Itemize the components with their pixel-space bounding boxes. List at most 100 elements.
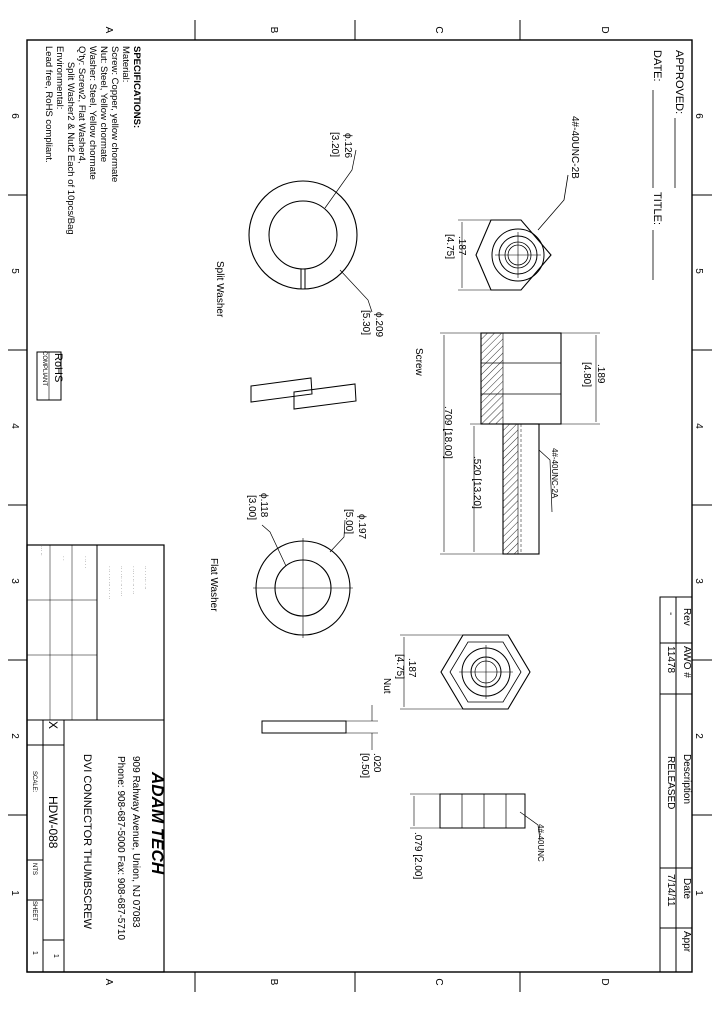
zone-right-3: 3 xyxy=(693,578,704,584)
zone-bottom-d: D xyxy=(599,978,610,985)
sheet-of: 1 xyxy=(52,954,59,958)
hex-dim-inch: .187 xyxy=(456,236,467,256)
split-washer-view xyxy=(248,149,373,410)
hex-dim-mm: [4.75] xyxy=(444,234,455,259)
zone-top-b: B xyxy=(268,27,279,34)
rohs-compliant: COMPLIANT xyxy=(41,351,47,386)
sheet-value: 1 xyxy=(31,951,38,955)
date-label: DATE: xyxy=(651,50,663,82)
flat-washer-od-inch: ϕ.197 xyxy=(356,514,367,540)
svg-text:· ·· · ·· ··· ·· · ··: · ·· · ·· ··· ·· · ·· xyxy=(106,566,112,599)
company-name: ADAM TECH xyxy=(148,771,167,875)
svg-text:·· · ··· · ·· · ···: ·· · ··· · ·· · ··· xyxy=(118,566,124,596)
description-value: RELEASED xyxy=(665,756,676,809)
flat-washer-view xyxy=(253,519,378,750)
spec-line-3: Nut: Steel, Yellow chormate xyxy=(98,46,109,162)
spec-heading: SPECIFICATIONS: xyxy=(131,46,142,128)
sheet-border xyxy=(8,20,712,992)
flat-washer-thick-mm: [0.50] xyxy=(359,753,370,778)
svg-text:··· ··: ··· ·· xyxy=(38,546,44,556)
rohs-label: RoHS xyxy=(52,353,64,382)
awo-header: AWO # xyxy=(681,646,692,678)
split-washer-label: Split Washer xyxy=(214,261,225,318)
zone-left-2: 2 xyxy=(9,733,20,739)
revision-table: Rev AWO # Description Date Appr - 11478 … xyxy=(659,596,693,973)
spec-line-4: Washer: Steel, Yellow chormate xyxy=(87,46,98,180)
flat-washer-id-mm: [3.00] xyxy=(246,495,257,520)
screw-head-dim-mm: [4.80] xyxy=(581,362,592,387)
spec-line-2: Screw: Copper, yellow chormate xyxy=(109,46,120,182)
rohs-mark: RoHS COMPLIANT xyxy=(36,351,64,401)
screw-head-dim-inch: .189 xyxy=(595,364,606,384)
flat-washer-thick-inch: .020 xyxy=(371,753,382,773)
nut-label: Nut xyxy=(381,678,392,694)
specifications-block: SPECIFICATIONS: Material: Screw: Copper,… xyxy=(43,46,142,235)
nut-thread-label: 4#-40UNC xyxy=(536,824,545,862)
zone-left-3: 3 xyxy=(9,578,20,584)
approval-block: APPROVED: DATE: TITLE: xyxy=(651,50,685,280)
title-label: TITLE: xyxy=(651,192,663,225)
zone-labels: D C B A D C B A 6 5 4 3 2 1 6 5 4 3 2 1 xyxy=(9,26,704,985)
screw-overall-dim: .709 [18.00] xyxy=(442,406,453,459)
spec-line-5: Q'ty: Screw2, Flat Washer4, xyxy=(76,46,87,164)
flat-washer-id-inch: ϕ.118 xyxy=(258,493,269,518)
scale-label: SCALE: xyxy=(31,771,37,793)
rev-value: - xyxy=(665,612,676,615)
nut-dim-mm: [4.75] xyxy=(394,654,405,679)
split-washer-od-mm: [5.30] xyxy=(360,310,371,335)
screw-thread-label: 4#-40UNC-2A xyxy=(550,448,559,499)
date-header: Date xyxy=(681,878,692,900)
nut-dim-inch: .187 xyxy=(406,658,417,678)
flat-washer-label: Flat Washer xyxy=(208,558,219,612)
screw-side-view xyxy=(440,332,600,555)
zone-top-a: A xyxy=(103,27,114,34)
rev-header: Rev xyxy=(681,608,692,626)
split-washer-od-inch: ϕ.209 xyxy=(373,312,384,338)
zone-right-2: 2 xyxy=(693,733,704,739)
spec-line-8: Lead free, RoHS compliant. xyxy=(43,46,54,163)
company-phone: Phone: 908-687-5000 Fax: 908-687-5710 xyxy=(115,756,126,940)
sheet-label: SHEET xyxy=(31,901,37,921)
zone-bottom-b: B xyxy=(268,979,279,986)
spec-line-1: Material: xyxy=(120,46,131,82)
size-mark: X xyxy=(46,721,60,729)
part-number: HDW-088 xyxy=(46,796,60,849)
zone-right-1: 1 xyxy=(693,890,704,896)
svg-text:· ·: · · xyxy=(60,556,66,561)
nut-height-dim: .079 [2.00] xyxy=(412,832,423,879)
scale-value: NTS xyxy=(31,863,37,875)
svg-text:· ·· · ·: · ·· · · xyxy=(82,556,88,569)
spec-line-6: Split Washer2 & Nut2 Each of 10pcs/Bag xyxy=(65,46,76,235)
screw-label: Screw xyxy=(413,348,424,377)
zone-right-6: 6 xyxy=(693,113,704,119)
approved-label: APPROVED: xyxy=(673,50,685,114)
hex-end-view xyxy=(458,174,569,291)
svg-text:· ··· · ·· ·· · ··: · ··· · ·· ·· · ·· xyxy=(130,566,136,595)
zone-left-5: 5 xyxy=(9,268,20,274)
zone-right-5: 5 xyxy=(693,268,704,274)
description-header: Description xyxy=(681,754,692,804)
zone-left-1: 1 xyxy=(9,890,20,896)
zone-top-d: D xyxy=(599,26,610,33)
awo-value: 11478 xyxy=(665,646,676,674)
svg-text:·· · · ··· · ··: ·· · · ··· · ·· xyxy=(142,566,148,590)
screw-thread-length: .520 [13.20] xyxy=(471,456,482,509)
appr-header: Appr xyxy=(681,931,692,953)
split-washer-id-inch: ϕ.126 xyxy=(342,133,353,159)
hex-thread-label: 4#-40UNC-2B xyxy=(569,116,580,179)
title-block: · ·· · ·· ··· ·· · ·· ·· · ··· · ·· · ··… xyxy=(26,544,167,973)
flat-washer-od-mm: [5.00] xyxy=(343,509,354,534)
zone-left-4: 4 xyxy=(9,423,20,429)
part-title: DVI CONNECTOR THUMBSCREW xyxy=(81,754,93,930)
zone-bottom-c: C xyxy=(433,978,444,985)
zone-bottom-a: A xyxy=(103,979,114,986)
date-value: 7/14/11 xyxy=(665,874,676,907)
zone-right-4: 4 xyxy=(693,423,704,429)
company-address: 909 Rahway Avenue, Union, NJ 07083 xyxy=(130,756,141,928)
zone-left-6: 6 xyxy=(9,113,20,119)
spec-line-7: Environmental: xyxy=(54,46,65,109)
zone-top-c: C xyxy=(433,26,444,33)
split-washer-id-mm: [3.20] xyxy=(329,132,340,157)
nut-view xyxy=(400,634,541,841)
